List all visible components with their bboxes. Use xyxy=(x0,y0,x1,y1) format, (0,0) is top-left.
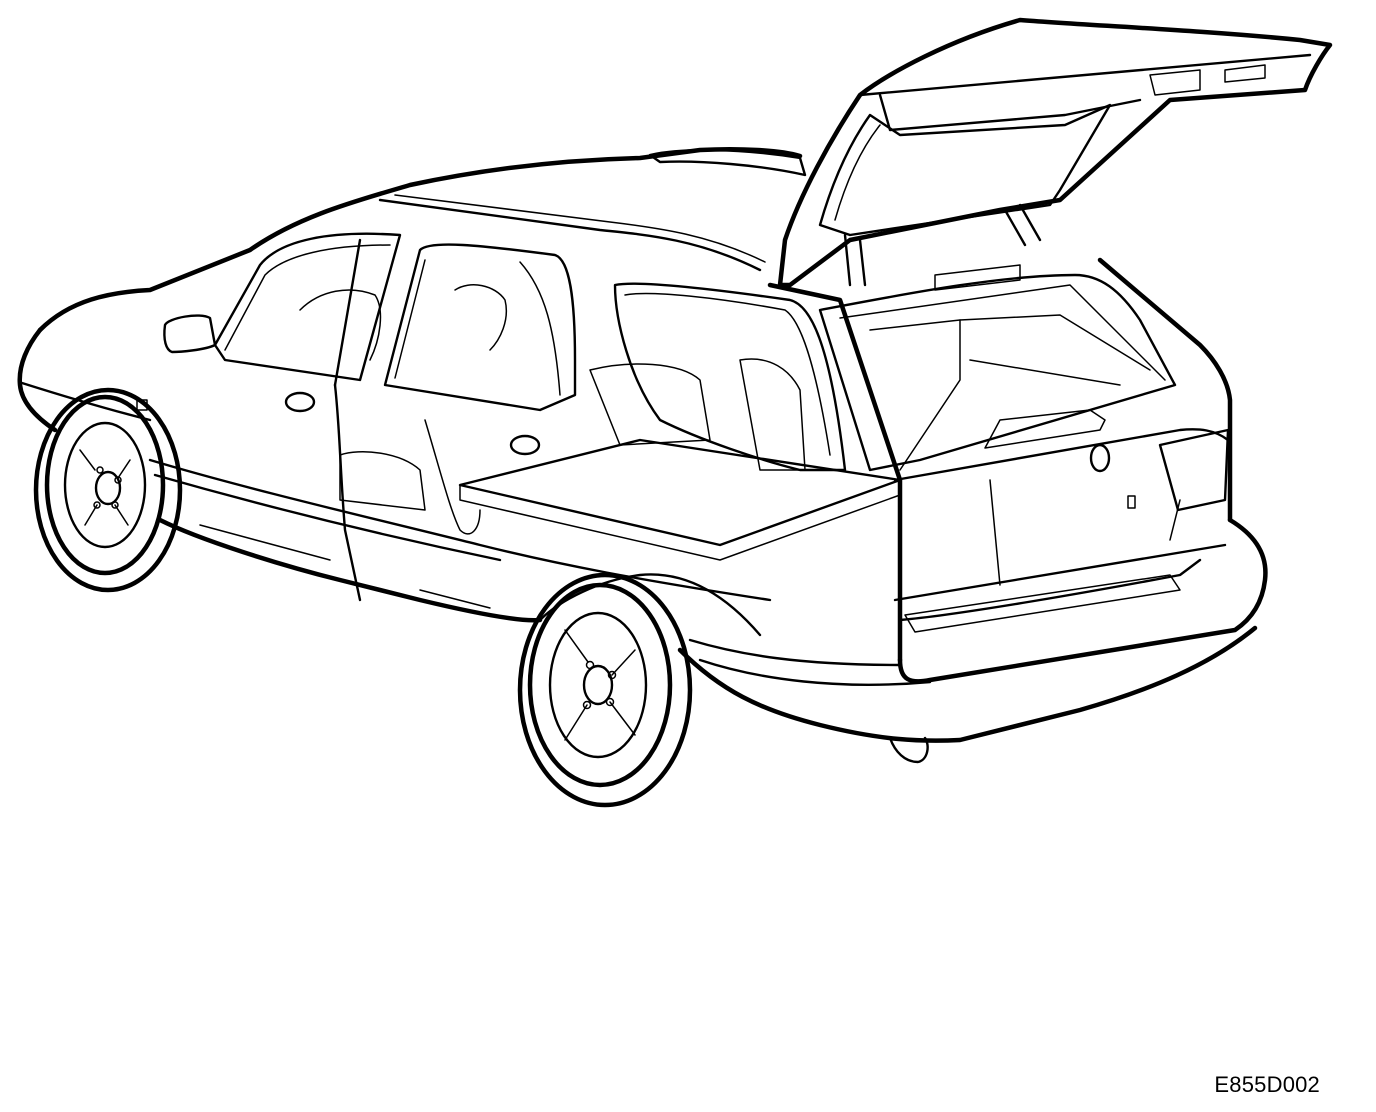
rear-wheel xyxy=(517,572,693,808)
front-wheel xyxy=(33,387,183,593)
figure-code-label: E855D002 xyxy=(1214,1072,1320,1097)
interior xyxy=(299,284,1181,586)
car-body xyxy=(17,147,1268,743)
tailgate xyxy=(648,17,1333,291)
side-mirror xyxy=(163,314,217,354)
rear-details xyxy=(888,428,1230,764)
windows xyxy=(213,194,1177,602)
